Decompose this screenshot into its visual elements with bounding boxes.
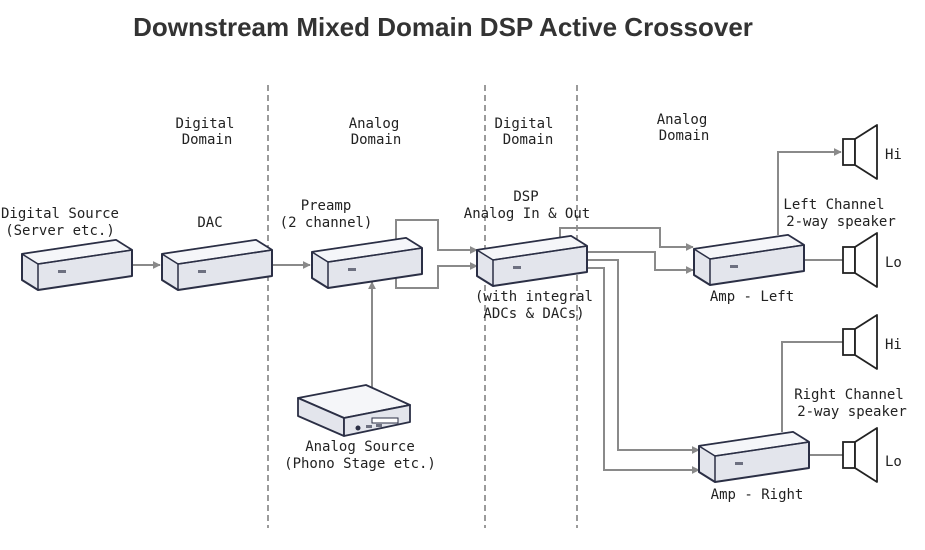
wire-amp-right-to-hi xyxy=(781,341,843,432)
right-hi-speaker-icon xyxy=(842,314,878,370)
left-lo-speaker-icon xyxy=(842,232,878,288)
domain-label-digital-2: Digital Domain xyxy=(494,116,553,148)
domain-label-analog-1: Analog Domain xyxy=(349,116,402,148)
svg-text:2-way speaker: 2-way speaker xyxy=(797,404,907,420)
left-hi-speaker-icon xyxy=(842,124,878,180)
wire-dsp-to-amp-right-1 xyxy=(587,259,700,454)
svg-text:DSP: DSP xyxy=(513,189,538,205)
svg-text:Domain: Domain xyxy=(659,128,710,144)
disc-tray-icon xyxy=(371,417,399,424)
preamp-label: Preamp (2 channel) xyxy=(280,198,373,231)
page-title: Downstream Mixed Domain DSP Active Cross… xyxy=(133,12,753,42)
wire-preamp-to-dsp-lower xyxy=(395,262,478,289)
dsp-label: DSP Analog In & Out (with integral ADCs … xyxy=(464,189,593,322)
left-lo-label: Lo xyxy=(885,255,902,271)
svg-text:Amp - Right: Amp - Right xyxy=(711,487,804,503)
digital-source-label: Digital Source (Server etc.) xyxy=(1,206,119,239)
svg-text:(2 channel): (2 channel) xyxy=(280,215,373,231)
right-hi-label: Hi xyxy=(885,337,902,353)
svg-text:(Server etc.): (Server etc.) xyxy=(5,223,115,239)
amp-left-box xyxy=(693,234,805,286)
analog-source-label: Analog Source (Phono Stage etc.) xyxy=(284,439,436,472)
amp-right-label: Amp - Right xyxy=(711,487,804,503)
preamp-box xyxy=(311,237,423,289)
svg-text:Preamp: Preamp xyxy=(301,198,352,214)
domain-label-digital-1: Digital Domain xyxy=(175,116,234,148)
svg-text:Digital: Digital xyxy=(494,116,553,132)
signal-wires xyxy=(132,148,843,474)
amp-right-box xyxy=(698,431,810,483)
right-lo-label: Lo xyxy=(885,454,902,470)
left-channel-label: Left Channel 2-way speaker xyxy=(783,197,895,230)
wire-dsp-to-amp-right-2 xyxy=(587,267,700,474)
right-channel-label: Right Channel 2-way speaker xyxy=(794,387,907,420)
svg-text:Analog: Analog xyxy=(349,116,400,132)
svg-text:(Phono Stage etc.): (Phono Stage etc.) xyxy=(284,456,436,472)
svg-text:Domain: Domain xyxy=(503,132,554,148)
analog-source-box xyxy=(297,384,411,437)
svg-text:Analog: Analog xyxy=(657,112,708,128)
svg-text:Right Channel: Right Channel xyxy=(794,387,904,403)
dsp-box xyxy=(476,235,588,287)
svg-text:Analog Source: Analog Source xyxy=(305,439,415,455)
svg-text:Digital: Digital xyxy=(175,116,234,132)
svg-text:Domain: Domain xyxy=(182,132,233,148)
left-hi-label: Hi xyxy=(885,147,902,163)
wire-preamp-to-dsp-upper xyxy=(395,219,478,254)
amp-left-label: Amp - Left xyxy=(710,289,794,305)
right-lo-speaker-icon xyxy=(842,427,878,483)
svg-text:Left Channel: Left Channel xyxy=(783,197,884,213)
svg-text:Amp - Left: Amp - Left xyxy=(710,289,794,305)
svg-text:ADCs & DACs): ADCs & DACs) xyxy=(483,306,584,322)
svg-text:DAC: DAC xyxy=(197,215,222,231)
power-led-icon xyxy=(355,425,361,431)
svg-text:(with integral: (with integral xyxy=(475,289,593,305)
svg-text:2-way speaker: 2-way speaker xyxy=(786,214,896,230)
svg-text:Domain: Domain xyxy=(351,132,402,148)
digital-source-box xyxy=(21,239,133,291)
dac-box xyxy=(161,239,273,291)
domain-label-analog-2: Analog Domain xyxy=(657,112,710,144)
wire-dsp-to-amp-left-2 xyxy=(587,251,694,274)
svg-text:Analog In & Out: Analog In & Out xyxy=(464,206,590,222)
svg-text:Digital Source: Digital Source xyxy=(1,206,119,222)
wire-amp-left-to-hi xyxy=(777,148,842,235)
dac-label: DAC xyxy=(197,215,222,231)
wire-dsp-to-amp-left-1 xyxy=(559,227,694,251)
